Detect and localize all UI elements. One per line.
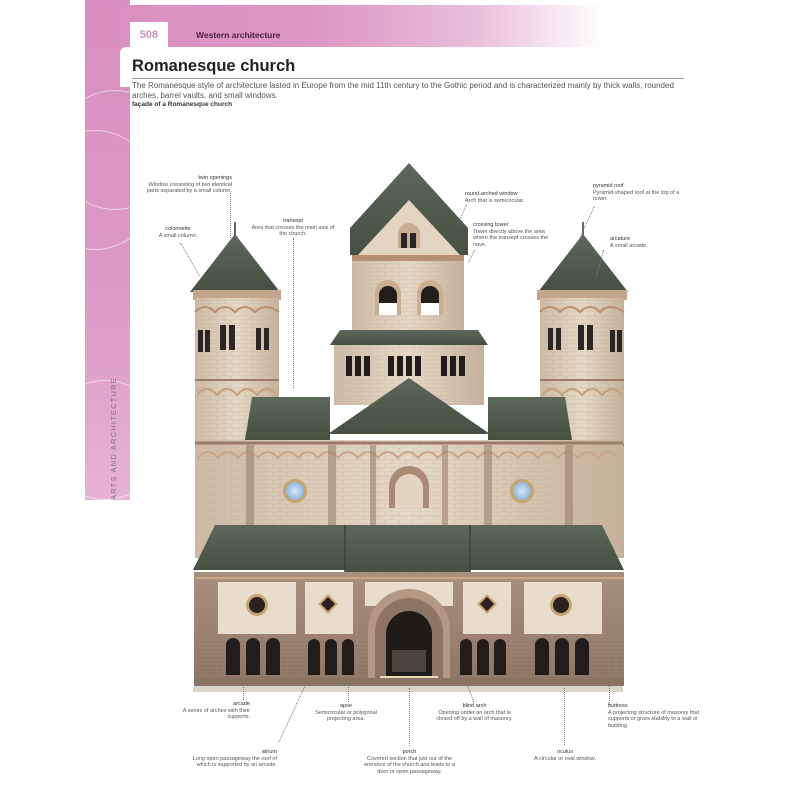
- content-panel: [120, 47, 700, 87]
- annotation-arcade: arcade A series of arches with their sup…: [182, 701, 250, 720]
- atrium-level: [194, 572, 624, 686]
- page-title: Romanesque church: [132, 57, 296, 75]
- leader-arcade: [243, 680, 244, 700]
- annotation-colonnette: colonnette A small column.: [158, 226, 198, 239]
- intro-paragraph: The Romanesque style of architecture las…: [132, 81, 674, 100]
- leader-oculus: [564, 688, 565, 745]
- leader-transept: [293, 238, 294, 388]
- annotation-buttress: buttress A projecting structure of mason…: [608, 703, 700, 729]
- annotation-blind-arch: blind arch Opening under an arch that is…: [436, 703, 513, 722]
- leader-twin-openings: [230, 193, 231, 238]
- annotation-arcature: arcature A small arcade.: [610, 236, 648, 249]
- leader-buttress: [609, 685, 610, 705]
- leader-apse: [348, 682, 349, 702]
- annotation-pyramid-roof: pyramid roof Pyramid-shaped roof at the …: [593, 183, 680, 202]
- header-band: [85, 5, 605, 47]
- annotation-transept: transept Area that crosses the main axis…: [251, 218, 335, 237]
- figure-caption: façade of a Romanesque church: [132, 101, 233, 108]
- section-title: Western architecture: [196, 30, 281, 40]
- decorative-swoosh: [85, 380, 130, 500]
- crossing-tower: [330, 163, 488, 405]
- leader-porch: [409, 688, 410, 746]
- annotation-atrium: atrium Long open passageway the roof of …: [192, 749, 277, 768]
- annotation-round-arched-window: round-arched window Arch that is semicir…: [465, 191, 525, 204]
- annotation-porch: porch Covered section that juts out of t…: [364, 749, 455, 775]
- annotation-apse: apse Semicircular or polygonal projectin…: [315, 703, 377, 722]
- annotation-oculus: oculus A circular or oval window.: [534, 749, 596, 762]
- title-rule: [132, 78, 684, 79]
- page-number-tab: 508: [130, 22, 168, 47]
- annotation-twin-openings: twin openings Window consisting of two i…: [146, 175, 232, 194]
- page-number: 508: [139, 28, 159, 41]
- annotation-crossing-tower: crossing tower Tower directly above the …: [473, 222, 549, 248]
